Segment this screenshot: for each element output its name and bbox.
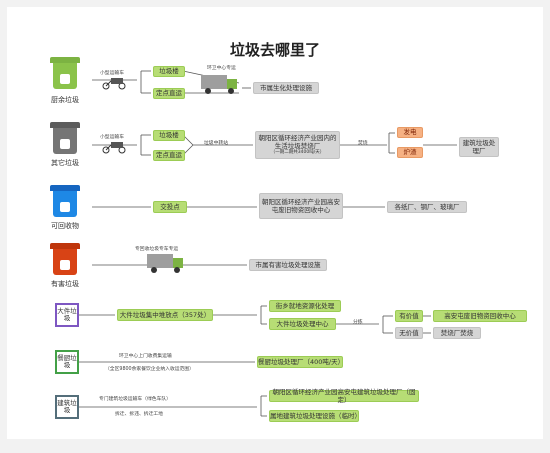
construction-waste-icon: 建筑垃圾 (55, 395, 79, 419)
restaurant-transport-note: （全区9800余家餐饮企业纳入收运范围） (105, 367, 194, 372)
hazardous-vehicle-label: 专回收垃圾专车专运 (135, 247, 179, 252)
hazardous-bin-icon (50, 243, 80, 275)
power-generation-box: 发电 (397, 127, 423, 138)
tricycle-icon (101, 75, 127, 94)
other-vehicle-label: 小型运输车 (100, 135, 124, 140)
truck-icon (201, 73, 239, 99)
valuable-box: 有价值 (395, 310, 423, 322)
bulky-processing-center-box: 大件垃圾处理中心 (269, 318, 336, 330)
kitchen-opt2-direct: 定点直运 (153, 88, 185, 99)
tricycle-icon (101, 139, 127, 158)
kitchen-center-vehicle-label: 环卫中心专运 (207, 66, 236, 71)
factories-box: 各纸厂、钢厂、玻璃厂 (387, 201, 467, 213)
construction-transport-label: 专门建筑垃圾运输车（绿色车队） (99, 397, 171, 402)
restaurant-transport-label: 环卫中心上门收费集运输 (119, 354, 172, 359)
burn-label: 焚烧 (358, 141, 368, 146)
recyclable-label: 可回收物 (51, 222, 79, 230)
other-label: 其它垃圾 (51, 159, 79, 167)
kitchen-vehicle-label: 小型运输车 (100, 71, 124, 76)
recycling-center-box: 朝阳区循环经济产业园高安屯废旧物资回收中心 (259, 193, 343, 219)
other-opt2-direct: 定点直运 (153, 150, 185, 161)
bulky-waste-icon: 大件垃圾 (55, 303, 79, 327)
hazardous-destination: 市属有害垃圾处理设施 (249, 259, 327, 271)
non-valuable-destination-box: 焚烧厂焚烧 (433, 327, 481, 339)
drop-off-point-box: 交投点 (153, 201, 187, 213)
restaurant-waste-icon: 餐厨垃圾 (55, 350, 79, 374)
other-bin-icon (50, 122, 80, 154)
kitchen-bin-icon (50, 57, 80, 89)
construction-transport-note: 拆迁、拆违、拆迁工地 (115, 412, 163, 417)
non-valuable-box: 无价值 (395, 327, 423, 339)
other-incinerator-destination: 朝阳区循环经济产业园内的生活垃圾焚烧厂 （一期二期共3400吨/天） (255, 131, 340, 159)
transfer-station-label: 垃圾中转站 (204, 141, 228, 146)
bulky-local-recycling-box: 街乡就地资源化处理 (269, 300, 341, 312)
diagram-page: 垃圾去哪里了 (7, 7, 543, 439)
bulky-collection-point-box: 大件垃圾集中堆放点（357处） (117, 309, 213, 321)
kitchen-opt1-garbage-building: 垃圾楼 (153, 66, 185, 77)
incinerator-capacity: （一期二期共3400吨/天） (270, 150, 325, 156)
construction-waste-plant-box: 建筑垃圾处理厂 (459, 137, 499, 157)
sorting-label: 分拣 (353, 320, 363, 325)
hazardous-label: 有害垃圾 (51, 280, 79, 288)
recyclable-bin-icon (50, 185, 80, 217)
other-opt1-garbage-building: 垃圾楼 (153, 130, 185, 141)
construction-fixed-plant-box: 朝阳区循环经济产业园高安屯建筑垃圾处理厂（固定） (269, 388, 419, 404)
valuable-destination-box: 高安屯废旧物资回收中心 (433, 310, 527, 322)
slag-box: 炉渣 (397, 147, 423, 158)
incinerator-name: 朝阳区循环经济产业园内的生活垃圾焚烧厂 (258, 134, 337, 151)
kitchen-destination: 市属生化处理设施 (253, 82, 319, 94)
construction-temporary-facility-box: 属地建筑垃圾处理设施（临时） (269, 410, 361, 422)
kitchen-label: 厨余垃圾 (51, 96, 79, 104)
restaurant-waste-plant-box: 餐厨垃圾处理厂（400吨/天） (257, 356, 344, 368)
page-title: 垃圾去哪里了 (229, 41, 320, 59)
truck-icon (147, 252, 185, 278)
